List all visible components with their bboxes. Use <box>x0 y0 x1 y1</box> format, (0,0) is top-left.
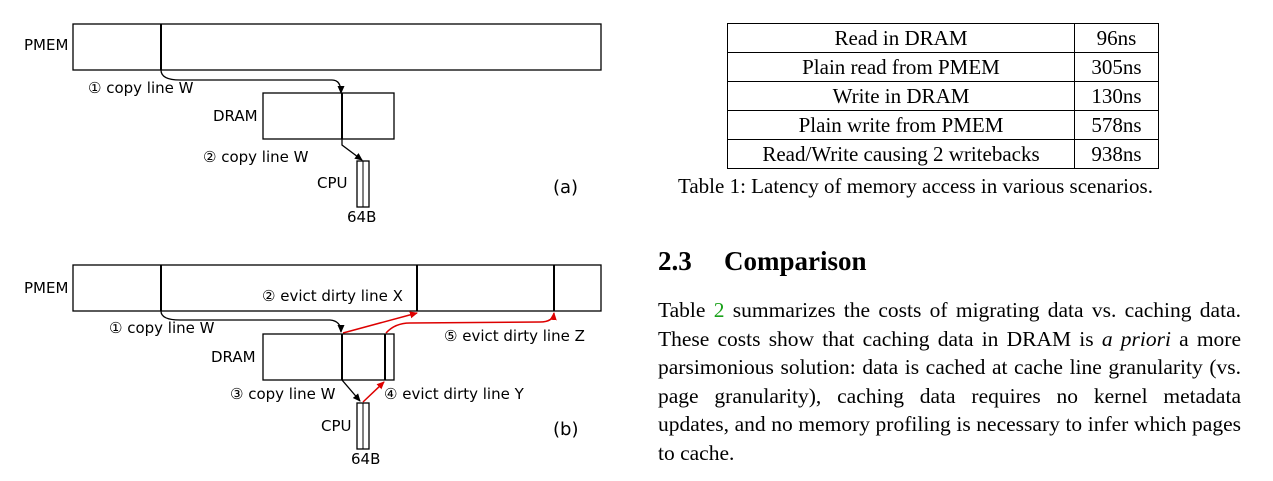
step5-label-b: ⑤ evict dirty line Z <box>444 327 585 345</box>
copy-arrow-a-1 <box>160 69 345 94</box>
table-reference-link[interactable]: 2 <box>713 298 725 322</box>
cache-size-a: 64B <box>347 208 376 226</box>
dram-label-a: DRAM <box>213 107 258 125</box>
table-cell-label: Read in DRAM <box>727 23 1075 53</box>
table-row: Read in DRAM 96ns <box>727 23 1159 53</box>
table-row: Write in DRAM 130ns <box>727 81 1159 111</box>
evict-arrow-y <box>362 381 385 403</box>
table-row: Plain read from PMEM 305ns <box>727 52 1159 82</box>
step2-label-a: ② copy line W <box>203 148 309 166</box>
pmem-block-b <box>72 264 602 312</box>
table-cell-value: 96ns <box>1074 23 1159 53</box>
table-cell-label: Read/Write causing 2 writebacks <box>727 139 1075 169</box>
cache-size-b: 64B <box>351 450 380 468</box>
panel-label-b: (b) <box>553 419 578 440</box>
step3-label-b: ③ copy line W <box>230 385 336 403</box>
table-caption: Table 1: Latency of memory access in var… <box>678 174 1153 198</box>
table-cell-value: 938ns <box>1074 139 1159 169</box>
section-heading: 2.3 Comparison <box>658 246 867 277</box>
paragraph-text-3: a more parsimonious solution: data is ca… <box>658 326 1241 465</box>
pmem-block-a <box>72 23 602 71</box>
table-cell-value: 130ns <box>1074 81 1159 111</box>
section-number: 2.3 <box>658 246 692 276</box>
step2-label-b: ② evict dirty line X <box>262 287 403 305</box>
copy-arrow-a-2 <box>341 139 363 161</box>
pmem-label-b: PMEM <box>24 279 68 297</box>
table-cell-value: 578ns <box>1074 110 1159 140</box>
step1-label-b: ① copy line W <box>109 319 215 337</box>
table-row: Read/Write causing 2 writebacks 938ns <box>727 139 1159 169</box>
table-cell-label: Write in DRAM <box>727 81 1075 111</box>
table-cell-label: Plain read from PMEM <box>727 52 1075 82</box>
evict-arrow-z <box>385 312 557 334</box>
step1-label-a: ① copy line W <box>88 79 194 97</box>
latency-table: Read in DRAM 96ns Plain read from PMEM 3… <box>727 23 1159 169</box>
paragraph-text-2: summarizes the costs of migrating data v… <box>658 298 1241 351</box>
paragraph-emphasis: a priori <box>1101 326 1171 351</box>
evict-arrow-x <box>342 311 418 334</box>
dram-block-b <box>262 333 395 381</box>
cpu-label-b: CPU <box>321 417 352 435</box>
table-cell-label: Plain write from PMEM <box>727 110 1075 140</box>
copy-arrow-b-1 <box>160 310 345 333</box>
pmem-label-a: PMEM <box>24 36 68 54</box>
cpu-label-a: CPU <box>317 174 348 192</box>
table-cell-value: 305ns <box>1074 52 1159 82</box>
dram-label-b: DRAM <box>211 348 256 366</box>
section-title: Comparison <box>724 246 867 276</box>
panel-b: PMEM ② evict dirty line X ① copy line W … <box>24 264 602 468</box>
memory-access-figure: PMEM ① copy line W DRAM ② copy line W CP… <box>24 23 602 468</box>
table-row: Plain write from PMEM 578ns <box>727 110 1159 140</box>
dram-block-a <box>262 92 395 140</box>
step4-label-b: ④ evict dirty line Y <box>384 385 525 403</box>
paragraph-text-1: Table <box>658 298 714 322</box>
panel-a: PMEM ① copy line W DRAM ② copy line W CP… <box>24 23 602 226</box>
body-paragraph: Table 2 summarizes the costs of migratin… <box>658 296 1241 467</box>
panel-label-a: (a) <box>553 177 578 198</box>
copy-arrow-b-3 <box>341 379 361 402</box>
